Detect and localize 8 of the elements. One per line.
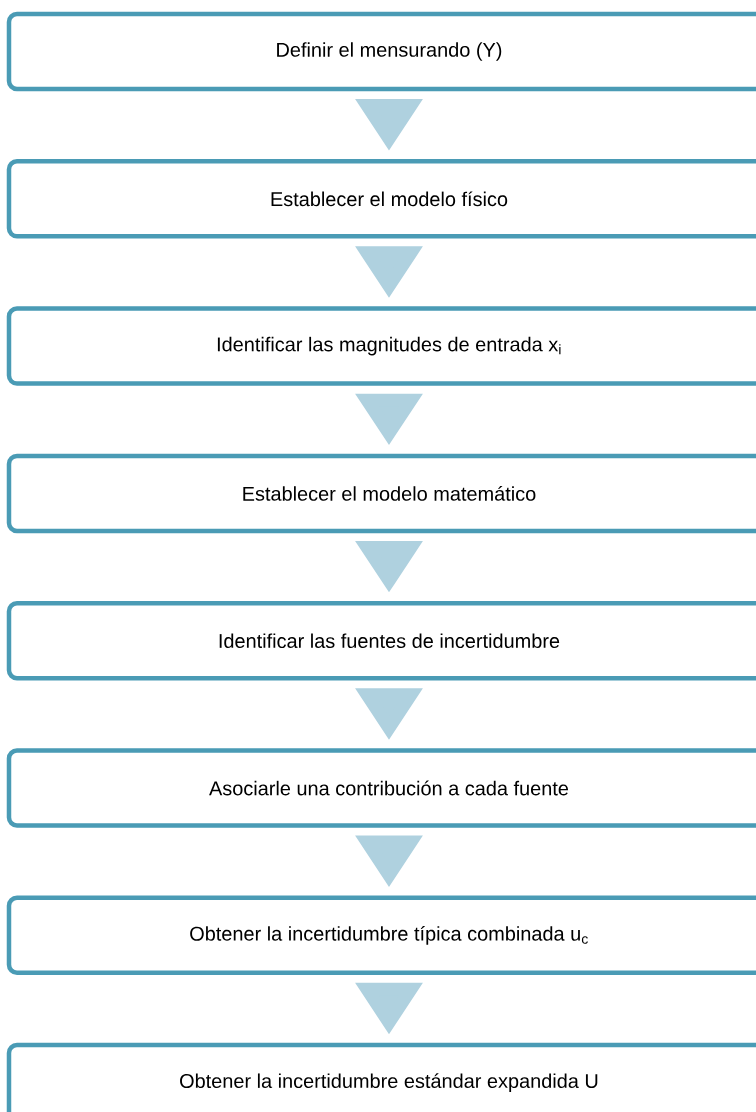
process-box: Establecer el modelo matemático bbox=[6, 453, 756, 534]
process-box: Establecer el modelo físico bbox=[6, 159, 756, 239]
process-box: Definir el mensurando (Y) bbox=[6, 11, 756, 92]
process-box: Obtener la incertidumbre típica combinada u$_{c}$ bbox=[6, 895, 756, 976]
process-box: Asociarle una contribución a cada fuente bbox=[6, 748, 756, 828]
process-box: Identificar las magnitudes de entrada x$_{i}$ bbox=[6, 306, 756, 386]
process-box: Identificar las fuentes de incertidumbre bbox=[6, 600, 756, 681]
process-box: Obtener la incertidumbre estándar expandida U bbox=[6, 1042, 756, 1112]
